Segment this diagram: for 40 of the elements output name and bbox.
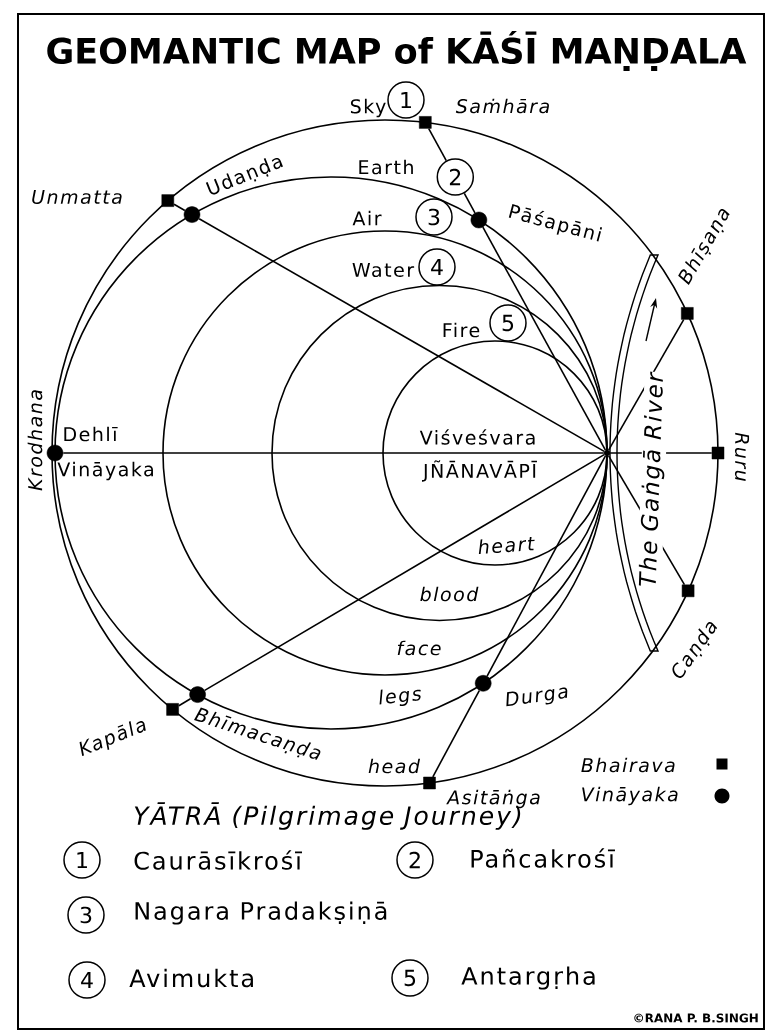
copyright-note: ©RANA P. B.SINGH <box>634 1013 758 1023</box>
connector-line <box>198 217 605 453</box>
connector-line <box>486 455 607 677</box>
route-name: Caurāsīkrośī <box>134 850 302 870</box>
element-label: Water <box>352 262 415 278</box>
route-name: Avimukta <box>129 968 253 988</box>
place-label: Krodhana <box>27 390 43 491</box>
place-label: JÑĀNAVĀPĪ <box>422 460 537 482</box>
route-name: Pañcakrośī <box>471 848 615 868</box>
element-label: Earth <box>359 159 413 175</box>
circle-label: face <box>397 640 441 656</box>
circle-label: blood <box>420 586 479 602</box>
route-name: Antargṛha <box>461 966 595 990</box>
legend-label: Bhairava <box>581 757 675 773</box>
connector-line <box>463 192 476 214</box>
place-label: Viśveśvara <box>419 429 535 445</box>
route-name: Nagara Pradakṣiṇā <box>135 901 387 925</box>
connector-line <box>427 127 448 162</box>
connector-line <box>432 689 481 778</box>
connector-line <box>173 203 186 212</box>
place-label: Dehlī <box>64 426 118 442</box>
connector-line <box>62 452 605 454</box>
element-label: Fire <box>443 322 480 338</box>
connector-line <box>203 453 605 692</box>
place-label: Unmatta <box>32 189 122 205</box>
circle-label: heart <box>478 536 535 554</box>
title: GEOMANTIC MAP of KĀŚĪ MAṆḌALA <box>47 31 747 71</box>
circle-label: legs <box>379 689 421 706</box>
connector-line <box>482 226 607 451</box>
connector-line <box>607 318 685 451</box>
place-label: Vināyaka <box>57 461 153 481</box>
place-label: Ruru <box>734 432 750 481</box>
legend-label: Vināyaka <box>582 786 678 806</box>
circle-label: head <box>368 758 421 774</box>
element-label: Sky <box>350 98 386 118</box>
river-label: The Gaṅgā River <box>637 371 669 589</box>
place-label: Durga <box>506 687 568 707</box>
element-label: Air <box>352 210 382 226</box>
place-label: Saṁhāra <box>455 98 549 114</box>
connector-line <box>178 698 192 707</box>
